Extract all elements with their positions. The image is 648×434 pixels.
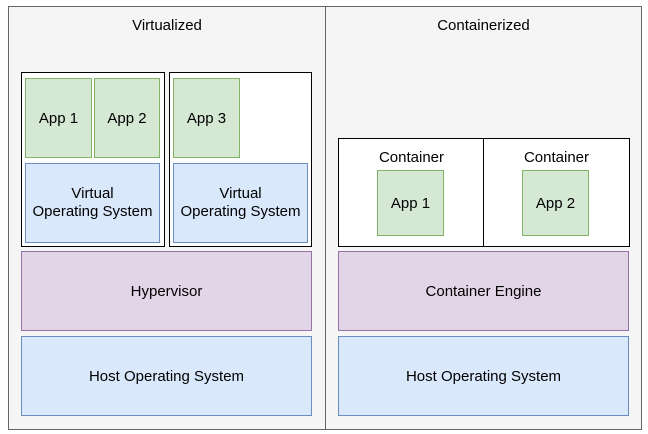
- container-engine-layer: Container Engine: [338, 251, 629, 331]
- vm1-virtual-os-line1: Virtual: [71, 185, 114, 202]
- vm2-app-3: App 3: [173, 78, 240, 158]
- vm1-app-1: App 1: [25, 78, 92, 158]
- containerized-host-os-layer: Host Operating System: [338, 336, 629, 416]
- vm2-virtual-os-line2: Operating System: [180, 203, 301, 220]
- vm1-virtual-os-line2: Operating System: [32, 203, 153, 220]
- vm2-virtual-os: Virtual Operating System: [173, 163, 308, 243]
- container-1-app: App 1: [377, 170, 444, 236]
- virtualized-host-os-layer: Host Operating System: [21, 336, 312, 416]
- containerized-title: Containerized: [437, 16, 530, 34]
- hypervisor-layer: Hypervisor: [21, 251, 312, 331]
- container-2-app: App 2: [522, 170, 589, 236]
- virtualized-title: Virtualized: [132, 16, 202, 34]
- container-1-label: Container: [378, 149, 445, 166]
- vm1-virtual-os: Virtual Operating System: [25, 163, 160, 243]
- vm1-app-2: App 2: [94, 78, 160, 158]
- vm2-virtual-os-line1: Virtual: [219, 185, 262, 202]
- container-2-label: Container: [523, 149, 590, 166]
